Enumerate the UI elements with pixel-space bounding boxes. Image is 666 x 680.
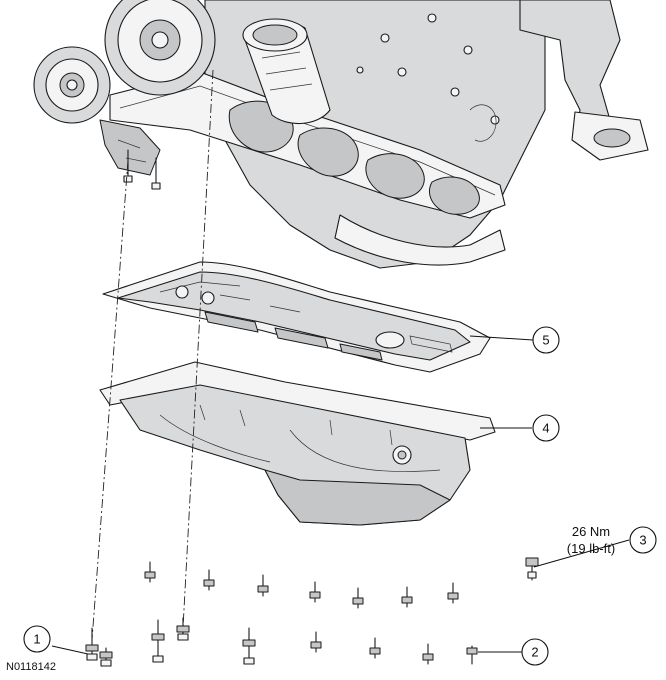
stud-bolt: [85, 627, 99, 661]
oil-pan-drain-plug: [392, 445, 412, 465]
flange-bolt: [401, 586, 413, 608]
oil-pan: [99, 361, 496, 526]
stud-bolt: [99, 647, 113, 667]
callout-5-label: 5: [542, 333, 549, 348]
flange-bolt: [369, 637, 381, 659]
callout-3: 3: [629, 526, 657, 554]
flange-bolt: [310, 631, 322, 653]
callout-4: 4: [532, 414, 560, 442]
flange-bolt: [466, 645, 478, 665]
callout-4-label: 4: [542, 421, 549, 436]
exhaust-manifold: [519, 0, 649, 161]
oil-pan-gasket: [102, 261, 491, 373]
torque-spec-metric: 26 Nm: [572, 524, 610, 539]
stud-bolt: [242, 627, 256, 665]
flange-bolt: [352, 587, 364, 609]
flange-bolt: [144, 561, 156, 583]
stud-bolt: [176, 617, 190, 641]
callout-2: 2: [521, 638, 549, 666]
torque-spec-imperial: (19 lb-ft): [567, 541, 615, 556]
assembly-alignment-lines: [91, 69, 214, 641]
leader-lines: [51, 335, 630, 655]
oil-pan-bolts: [85, 557, 539, 667]
flange-bolt: [447, 582, 459, 604]
callout-1-label: 1: [33, 632, 40, 647]
torque-spec: 26 Nm (19 lb-ft): [567, 524, 615, 556]
flange-bolt: [257, 574, 269, 597]
callout-5: 5: [532, 326, 560, 354]
callout-2-label: 2: [531, 645, 538, 660]
oil-filter: [242, 18, 331, 125]
callout-1: 1: [23, 625, 51, 653]
flange-bolt: [309, 581, 321, 603]
callout-3-label: 3: [639, 533, 646, 548]
flange-bolt: [203, 569, 215, 591]
drain-plug-bolt: [525, 557, 539, 581]
front-pulleys: [33, 0, 216, 190]
figure-id: N0118142: [6, 661, 56, 673]
flange-bolt: [422, 643, 434, 665]
stud-bolt: [151, 619, 165, 663]
